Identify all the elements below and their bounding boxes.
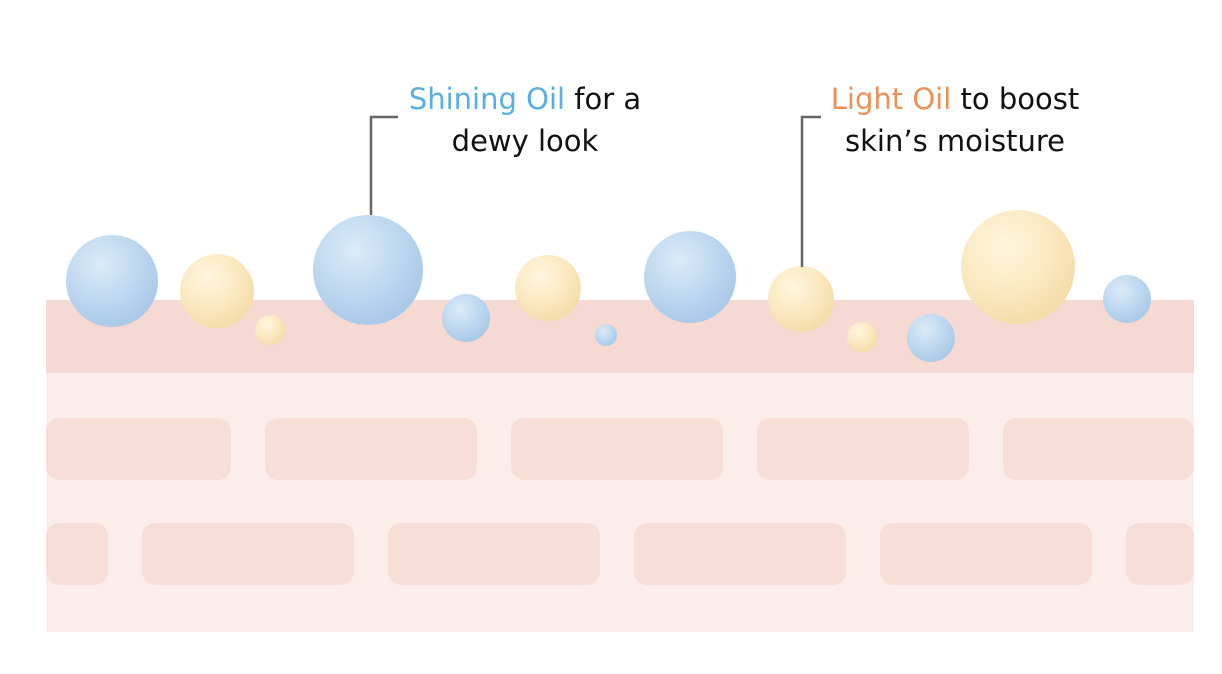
shining-oil-droplet — [313, 215, 423, 325]
callout-line-2: skin’s moisture — [845, 124, 1065, 158]
skin-cell — [265, 418, 477, 480]
callout-text: for a — [565, 82, 642, 116]
shining-oil-droplet — [66, 235, 158, 327]
light-oil-droplet — [961, 210, 1075, 324]
light-oil-droplet — [255, 315, 285, 345]
light-oil-droplet — [768, 266, 834, 332]
shining-oil-droplet — [595, 324, 617, 346]
skin-cell — [1003, 418, 1194, 480]
skin-cell — [142, 523, 354, 585]
shining-oil-droplet — [442, 294, 490, 342]
light-oil-droplet — [180, 254, 254, 328]
skin-cell — [634, 523, 846, 585]
shining-oil-droplet — [644, 231, 736, 323]
skin-cell — [511, 418, 723, 480]
callout-line-1: Light Oil to boost — [790, 78, 1120, 120]
skin-cell — [46, 523, 108, 585]
light-oil-callout: Light Oil to boost skin’s moisture — [790, 78, 1120, 162]
skin-cell — [46, 418, 231, 480]
leader-line-shining-oil — [369, 115, 398, 215]
skin-cell — [388, 523, 600, 585]
shining-oil-highlight: Shining Oil — [408, 82, 566, 116]
light-oil-droplet — [847, 322, 877, 352]
light-oil-droplet — [515, 255, 581, 321]
shining-oil-droplet — [907, 314, 955, 362]
shining-oil-droplet — [1103, 275, 1151, 323]
shining-oil-callout: Shining Oil for a dewy look — [375, 78, 675, 162]
oil-droplets — [66, 210, 1151, 362]
light-oil-highlight: Light Oil — [830, 82, 952, 116]
skin-cell — [757, 418, 969, 480]
callout-text: to boost — [951, 82, 1080, 116]
skin-cell — [880, 523, 1092, 585]
skin-cell — [1126, 523, 1194, 585]
cell-row-2 — [46, 523, 1194, 585]
cell-row-1 — [46, 418, 1194, 480]
callout-line-2: dewy look — [451, 124, 599, 158]
callout-line-1: Shining Oil for a — [375, 78, 675, 120]
leader-line-light-oil — [800, 115, 821, 267]
